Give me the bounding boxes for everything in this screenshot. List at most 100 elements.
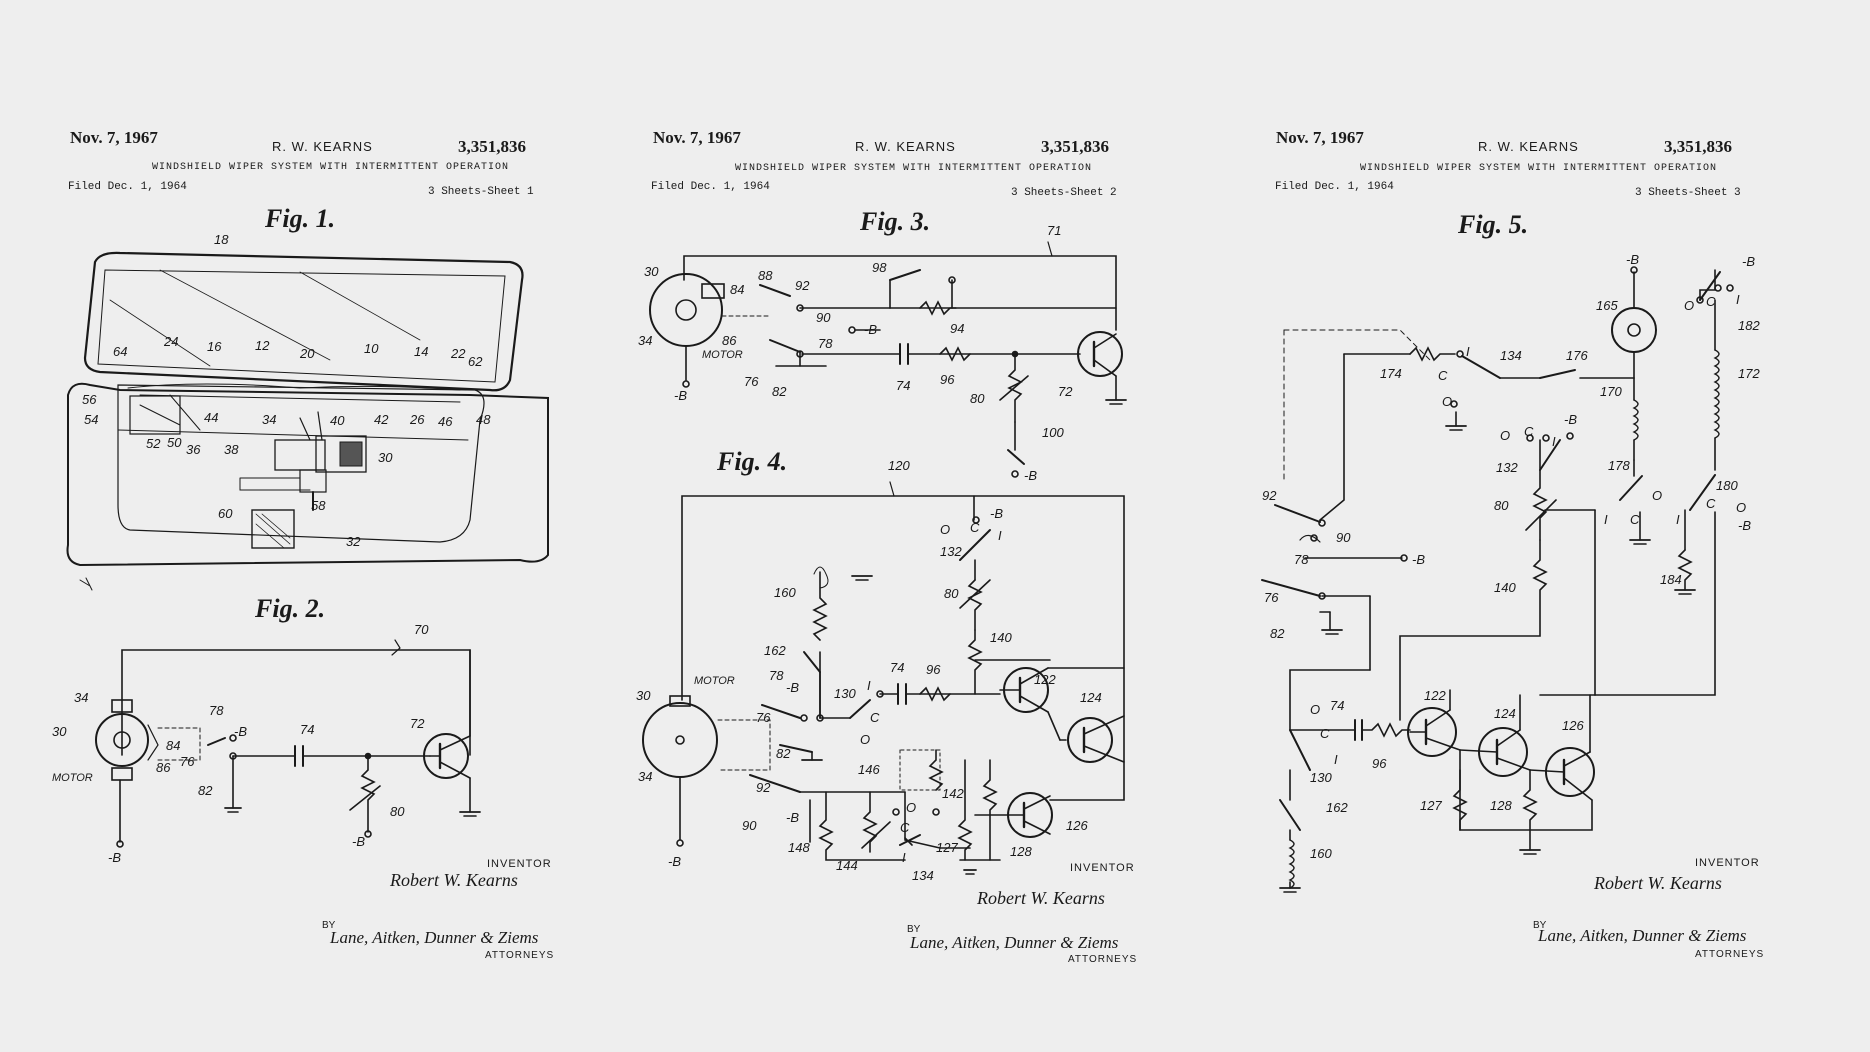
neg-b-label: -B bbox=[1564, 412, 1577, 427]
ref-numeral: 50 bbox=[167, 435, 182, 450]
switch-pos-i: I bbox=[1466, 344, 1470, 359]
switch-pos-i: I bbox=[1334, 752, 1338, 767]
switch-pos-i: I bbox=[1676, 512, 1680, 527]
ref-numeral: 54 bbox=[84, 412, 98, 427]
fig-5-reference-numerals: -B -B 165 O C I 182 172 174 I 134 176 C … bbox=[1262, 252, 1760, 861]
ref-numeral: 140 bbox=[1494, 580, 1516, 595]
neg-b-label: -B bbox=[1412, 552, 1425, 567]
ref-numeral: 86 bbox=[156, 760, 171, 775]
attorneys-label: ATTORNEYS bbox=[1695, 949, 1765, 960]
ref-numeral: 74 bbox=[1330, 698, 1344, 713]
ref-numeral: 90 bbox=[742, 818, 757, 833]
ref-numeral: 165 bbox=[1596, 298, 1618, 313]
ref-numeral: 134 bbox=[1500, 348, 1522, 363]
neg-b-label: -B bbox=[668, 854, 681, 869]
ref-numeral: 134 bbox=[912, 868, 934, 883]
ref-numeral: 74 bbox=[300, 722, 314, 737]
neg-b-label: -B bbox=[864, 322, 877, 337]
attorney-firm: Lane, Aitken, Dunner & Ziems bbox=[910, 933, 1119, 952]
ref-numeral: 52 bbox=[146, 436, 161, 451]
switch-pos-c: C bbox=[1706, 294, 1716, 309]
figure-label: Fig. 4. bbox=[717, 447, 788, 476]
ref-numeral: 160 bbox=[1310, 846, 1332, 861]
neg-b-label: -B bbox=[352, 834, 365, 849]
ref-numeral: 142 bbox=[942, 786, 964, 801]
fig-4-circuit bbox=[642, 481, 1125, 875]
attorney-firm: Lane, Aitken, Dunner & Ziems bbox=[330, 928, 539, 947]
inventor-name: Robert W. Kearns bbox=[390, 870, 518, 890]
ref-numeral: 144 bbox=[836, 858, 858, 873]
ref-numeral: 126 bbox=[1066, 818, 1088, 833]
switch-pos-o: O bbox=[1652, 488, 1662, 503]
switch-pos-o: O bbox=[940, 522, 950, 537]
sheet-count: 3 Sheets-Sheet 2 bbox=[1011, 187, 1117, 199]
switch-pos-c: C bbox=[1706, 496, 1716, 511]
ref-numeral: 26 bbox=[409, 412, 425, 427]
fig-1-reference-numerals: 18 64 24 16 12 20 10 14 22 62 56 54 52 5… bbox=[82, 232, 491, 549]
switch-pos-c: C bbox=[1630, 512, 1640, 527]
ref-numeral: 34 bbox=[638, 333, 652, 348]
ref-numeral: 30 bbox=[636, 688, 651, 703]
ref-numeral: 10 bbox=[364, 341, 379, 356]
switch-pos-o: O bbox=[906, 800, 916, 815]
motor-label: MOTOR bbox=[694, 675, 735, 687]
switch-pos-i: I bbox=[998, 528, 1002, 543]
ref-numeral: 42 bbox=[374, 412, 389, 427]
switch-pos-c: C bbox=[1438, 368, 1448, 383]
ref-numeral: 130 bbox=[1310, 770, 1332, 785]
ref-numeral: 48 bbox=[476, 412, 491, 427]
ref-numeral: 58 bbox=[311, 498, 326, 513]
ref-numeral: 24 bbox=[163, 334, 178, 349]
ref-numeral: 78 bbox=[209, 703, 224, 718]
inventor-name: Robert W. Kearns bbox=[977, 888, 1105, 908]
attorneys-label: ATTORNEYS bbox=[485, 950, 555, 961]
patent-number: 3,351,836 bbox=[1664, 137, 1732, 156]
switch-pos-i: I bbox=[1604, 512, 1608, 527]
neg-b-label: -B bbox=[1738, 518, 1751, 533]
ref-numeral: 34 bbox=[262, 412, 276, 427]
ref-numeral: 36 bbox=[186, 442, 201, 457]
ref-numeral: 74 bbox=[890, 660, 904, 675]
fig-5-circuit bbox=[1261, 266, 1734, 893]
ref-numeral: 64 bbox=[113, 344, 127, 359]
ref-numeral: 94 bbox=[950, 321, 964, 336]
switch-pos-o: O bbox=[1684, 298, 1694, 313]
ref-numeral: 84 bbox=[730, 282, 744, 297]
ref-numeral: 80 bbox=[1494, 498, 1509, 513]
ref-numeral: 127 bbox=[936, 840, 958, 855]
ref-numeral: 127 bbox=[1420, 798, 1442, 813]
ref-numeral: 172 bbox=[1738, 366, 1760, 381]
inventor-name: Robert W. Kearns bbox=[1594, 873, 1722, 893]
ref-numeral: 18 bbox=[214, 232, 229, 247]
ref-numeral: 56 bbox=[82, 392, 97, 407]
ref-numeral: 124 bbox=[1494, 706, 1516, 721]
ref-numeral: 124 bbox=[1080, 690, 1102, 705]
ref-numeral: 96 bbox=[940, 372, 955, 387]
ref-numeral: 98 bbox=[872, 260, 887, 275]
sheet-date: Nov. 7, 1967 bbox=[70, 128, 158, 147]
inventor-label: INVENTOR bbox=[487, 858, 552, 870]
ref-numeral: 88 bbox=[758, 268, 773, 283]
ref-numeral: 132 bbox=[1496, 460, 1518, 475]
fig-3-reference-numerals: 71 30 84 88 92 90 98 -B 94 34 86 MOTOR 7… bbox=[638, 223, 1073, 483]
motor-label: MOTOR bbox=[52, 772, 93, 784]
ref-numeral: 178 bbox=[1608, 458, 1630, 473]
figure-label: Fig. 1. bbox=[265, 204, 336, 233]
switch-pos-c: C bbox=[900, 820, 910, 835]
ref-numeral: 184 bbox=[1660, 572, 1682, 587]
ref-numeral: 80 bbox=[944, 586, 959, 601]
patent-number: 3,351,836 bbox=[1041, 137, 1109, 156]
neg-b-label: -B bbox=[786, 680, 799, 695]
sheet-3: Nov. 7, 1967 R. W. KEARNS 3,351,836 WIND… bbox=[1208, 0, 1808, 1052]
ref-numeral: 34 bbox=[74, 690, 88, 705]
ref-numeral: 128 bbox=[1010, 844, 1032, 859]
switch-pos-o: O bbox=[1442, 394, 1452, 409]
switch-pos-c: C bbox=[1524, 424, 1534, 439]
switch-pos-o: O bbox=[1500, 428, 1510, 443]
sheet-date: Nov. 7, 1967 bbox=[1276, 128, 1364, 147]
ref-numeral: 60 bbox=[218, 506, 233, 521]
figure-label: Fig. 2. bbox=[255, 594, 326, 623]
ref-numeral: 74 bbox=[896, 378, 910, 393]
attorneys-label: ATTORNEYS bbox=[1068, 954, 1138, 965]
ref-numeral: 180 bbox=[1716, 478, 1738, 493]
